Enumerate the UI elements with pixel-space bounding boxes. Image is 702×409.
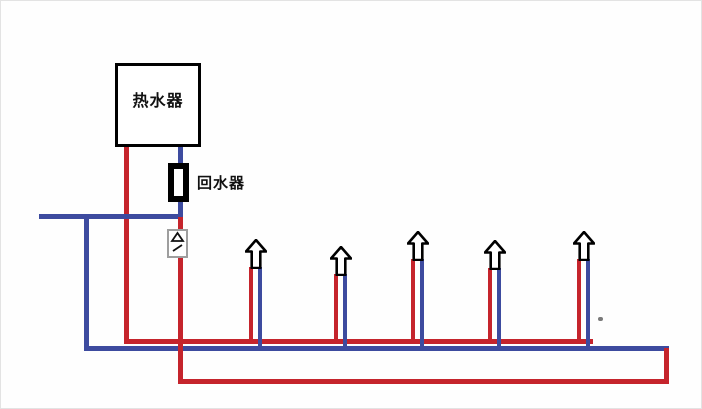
tap-2-outlet-arrow-icon <box>329 245 353 277</box>
hot-supply-drop <box>124 145 129 344</box>
water-heater-box: 热水器 <box>115 63 201 147</box>
heater-return-pipe <box>178 145 183 166</box>
return-water-device <box>168 163 189 202</box>
tap-3-outlet-arrow-icon <box>406 230 430 262</box>
cold-inlet-line <box>39 214 180 219</box>
return-drop <box>178 256 183 384</box>
return-device-outlet <box>178 199 183 219</box>
check-valve-inlet <box>178 217 183 231</box>
tap-3-hot-riser <box>411 259 415 344</box>
tap-5-cold-riser <box>586 259 590 351</box>
return-bottom-line <box>178 379 669 384</box>
tap-5-hot-riser <box>577 259 581 344</box>
stray-mark <box>598 317 603 321</box>
check-valve-icon <box>170 231 185 252</box>
cold-main-line <box>84 346 669 351</box>
return-right-riser <box>664 348 669 382</box>
tap-4-outlet-arrow-icon <box>483 239 507 271</box>
tap-4-hot-riser <box>488 268 492 344</box>
tap-1-hot-riser <box>249 267 253 344</box>
cold-branch-drop <box>84 214 89 351</box>
tap-1-cold-riser <box>258 267 262 351</box>
check-valve <box>167 229 188 258</box>
tap-3-cold-riser <box>420 259 424 351</box>
hot-main-line <box>124 339 593 344</box>
tap-2-cold-riser <box>343 274 347 351</box>
tap-5-outlet-arrow-icon <box>572 230 596 262</box>
water-heater-label: 热水器 <box>132 93 184 110</box>
tap-4-cold-riser <box>497 268 501 351</box>
tap-2-hot-riser <box>334 274 338 344</box>
tap-1-outlet-arrow-icon <box>244 238 268 270</box>
return-water-device-label: 回水器 <box>197 175 246 192</box>
